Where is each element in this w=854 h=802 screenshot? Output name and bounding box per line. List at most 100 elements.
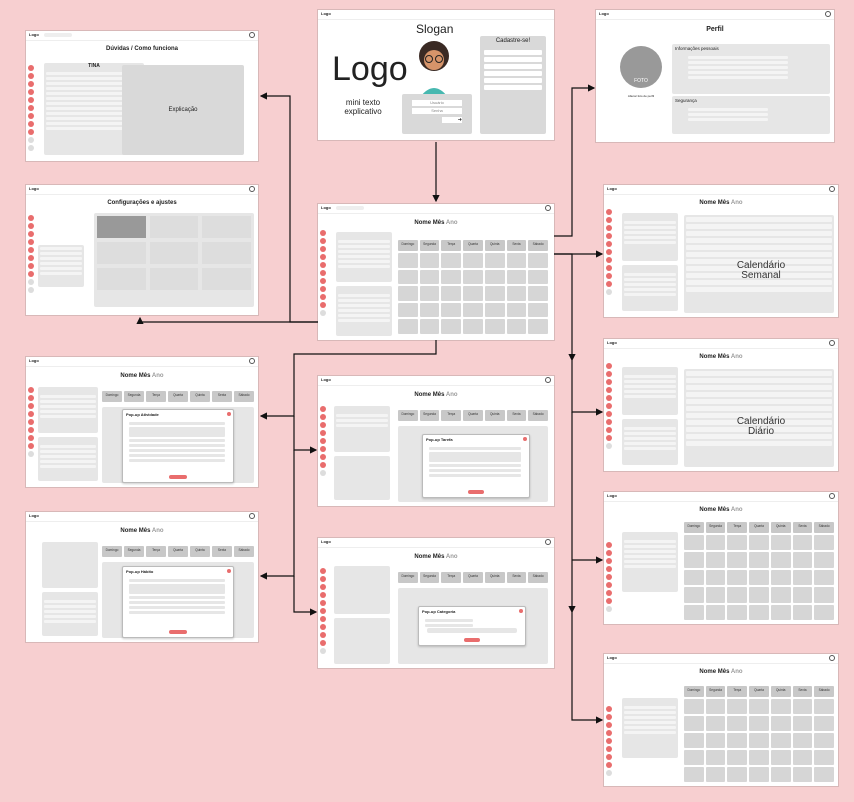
day-cell[interactable] — [441, 286, 462, 301]
day-cell[interactable] — [441, 319, 462, 334]
search-input[interactable] — [44, 33, 72, 37]
day-cell[interactable] — [506, 302, 527, 318]
day-cell[interactable] — [749, 716, 769, 731]
register-button[interactable]: Cadastre-se! — [495, 38, 531, 44]
avatar-icon[interactable] — [545, 539, 551, 545]
day-cell[interactable] — [749, 767, 769, 782]
day-cell[interactable] — [814, 587, 834, 603]
day-cell[interactable] — [684, 604, 704, 620]
day-cell[interactable] — [749, 699, 769, 714]
day-cell[interactable] — [441, 269, 462, 285]
day-cell[interactable] — [398, 253, 418, 268]
day-cell[interactable] — [770, 535, 791, 551]
day-cell[interactable] — [792, 767, 813, 782]
day-cell[interactable] — [705, 767, 726, 782]
day-cell[interactable] — [684, 699, 704, 714]
save-button[interactable] — [463, 638, 481, 642]
avatar-icon[interactable] — [545, 205, 551, 211]
day-cell[interactable] — [770, 767, 791, 782]
day-cell[interactable] — [441, 302, 462, 318]
color-picker[interactable] — [427, 628, 517, 633]
day-cell[interactable] — [727, 535, 748, 551]
day-cell[interactable] — [770, 716, 791, 731]
day-cell[interactable] — [792, 750, 813, 765]
day-cell[interactable] — [814, 733, 834, 748]
day-cell[interactable] — [463, 286, 483, 301]
day-cell[interactable] — [506, 269, 527, 285]
save-button[interactable] — [169, 630, 187, 634]
day-cell[interactable] — [770, 604, 791, 620]
day-cell[interactable] — [484, 253, 505, 268]
day-cell[interactable] — [684, 750, 704, 765]
day-cell[interactable] — [705, 716, 726, 731]
day-cell[interactable] — [792, 699, 813, 714]
day-cell[interactable] — [528, 286, 548, 301]
day-cell[interactable] — [441, 253, 462, 268]
day-cell[interactable] — [749, 569, 769, 586]
profile-photo[interactable]: FOTO — [620, 46, 662, 88]
day-cell[interactable] — [705, 604, 726, 620]
day-cell[interactable] — [684, 716, 704, 731]
day-cell[interactable] — [463, 302, 483, 318]
avatar-icon[interactable] — [249, 358, 255, 364]
day-cell[interactable] — [727, 733, 748, 748]
avatar-icon[interactable] — [829, 186, 835, 192]
day-cell[interactable] — [727, 767, 748, 782]
day-cell[interactable] — [419, 253, 440, 268]
day-cell[interactable] — [770, 750, 791, 765]
day-cell[interactable] — [419, 319, 440, 334]
day-cell[interactable] — [398, 269, 418, 285]
day-cell[interactable] — [463, 253, 483, 268]
day-cell[interactable] — [684, 552, 704, 568]
avatar-icon[interactable] — [829, 655, 835, 661]
user-field[interactable]: Usuário — [412, 100, 462, 106]
day-cell[interactable] — [814, 535, 834, 551]
avatar-icon[interactable] — [829, 340, 835, 346]
day-cell[interactable] — [727, 750, 748, 765]
day-cell[interactable] — [770, 587, 791, 603]
day-cell[interactable] — [684, 733, 704, 748]
day-cell[interactable] — [814, 750, 834, 765]
day-cell[interactable] — [684, 587, 704, 603]
day-cell[interactable] — [705, 569, 726, 586]
day-cell[interactable] — [528, 269, 548, 285]
close-icon[interactable] — [227, 412, 231, 416]
day-cell[interactable] — [705, 733, 726, 748]
day-cell[interactable] — [814, 699, 834, 714]
password-field[interactable]: Senha — [412, 108, 462, 114]
day-cell[interactable] — [792, 604, 813, 620]
day-cell[interactable] — [705, 535, 726, 551]
day-cell[interactable] — [398, 319, 418, 334]
day-cell[interactable] — [792, 733, 813, 748]
day-cell[interactable] — [814, 716, 834, 731]
day-cell[interactable] — [705, 699, 726, 714]
day-cell[interactable] — [506, 253, 527, 268]
save-button[interactable] — [467, 490, 485, 494]
day-cell[interactable] — [814, 767, 834, 782]
day-cell[interactable] — [705, 750, 726, 765]
day-cell[interactable] — [749, 552, 769, 568]
close-icon[interactable] — [227, 569, 231, 573]
day-cell[interactable] — [506, 286, 527, 301]
avatar-icon[interactable] — [249, 32, 255, 38]
day-cell[interactable] — [528, 253, 548, 268]
day-cell[interactable] — [727, 604, 748, 620]
close-icon[interactable] — [519, 609, 523, 613]
day-cell[interactable] — [484, 302, 505, 318]
avatar-icon[interactable] — [829, 493, 835, 499]
day-cell[interactable] — [749, 750, 769, 765]
avatar-icon[interactable] — [825, 11, 831, 17]
day-cell[interactable] — [792, 716, 813, 731]
day-cell[interactable] — [727, 587, 748, 603]
day-cell[interactable] — [814, 552, 834, 568]
day-cell[interactable] — [398, 286, 418, 301]
close-icon[interactable] — [523, 437, 527, 441]
login-arrow-button[interactable]: ➜ — [442, 117, 462, 123]
avatar-icon[interactable] — [545, 377, 551, 383]
day-cell[interactable] — [506, 319, 527, 334]
day-cell[interactable] — [749, 733, 769, 748]
day-cell[interactable] — [705, 587, 726, 603]
save-button[interactable] — [169, 475, 187, 479]
day-cell[interactable] — [727, 552, 748, 568]
day-cell[interactable] — [463, 269, 483, 285]
